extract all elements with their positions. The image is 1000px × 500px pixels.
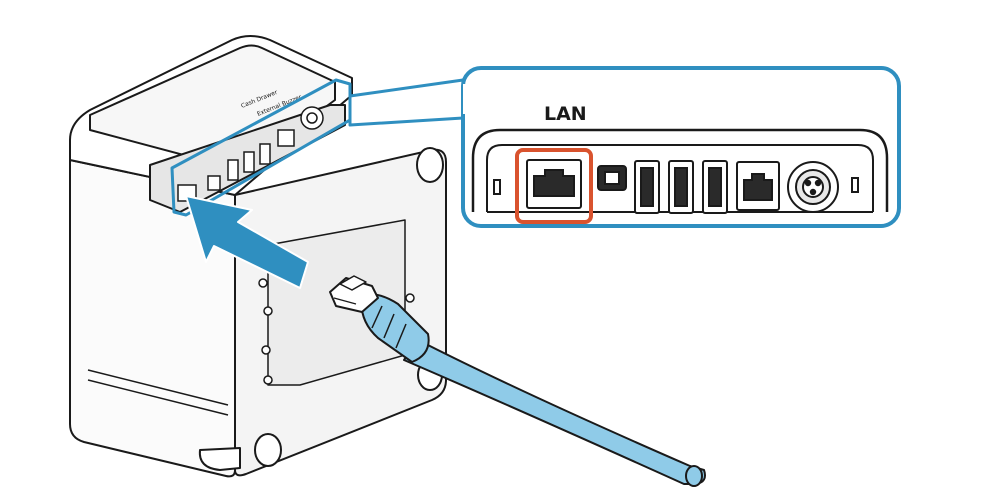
printer-foot-right [254, 433, 282, 467]
device-ports [177, 106, 324, 202]
screw-1 [258, 278, 268, 288]
base-line-left [87, 369, 229, 406]
cable-end [685, 465, 703, 487]
cable-boot-rib-2 [383, 313, 395, 339]
callout-clip-right [851, 177, 859, 193]
callout-port-dc-pin-1 [804, 179, 812, 187]
cable-plug-latch [339, 275, 367, 291]
device-port-usb-1 [227, 159, 239, 181]
printer-foot-left [198, 447, 241, 471]
callout-ports [493, 159, 859, 214]
device-port-usb-2 [243, 151, 255, 173]
screw-3 [261, 345, 271, 355]
callout-port-usb-a-1-inner [640, 167, 654, 207]
callout-port-lan-socket [533, 169, 575, 197]
cable-plug [329, 277, 379, 313]
device-port-rj11 [277, 129, 295, 147]
lan-port-highlight [515, 148, 593, 224]
screw-2 [263, 306, 273, 316]
insert-direction-arrow [185, 195, 309, 289]
callout-leader [348, 78, 465, 127]
callout-port-usb-a-3-inner [708, 167, 722, 207]
callout-port-rj11-socket [743, 173, 773, 201]
cable-body [403, 339, 706, 485]
callout-clip-left [493, 179, 501, 195]
callout-port-usb-b-inner [604, 171, 620, 185]
cable-boot-rib-1 [371, 305, 383, 329]
lan-label: LAN [544, 103, 587, 125]
device-port-usb-b [207, 175, 221, 191]
callout-port-dc-pin-2 [814, 179, 822, 187]
callout-seam-cover [463, 84, 469, 114]
printer-foot-top-right [416, 147, 444, 183]
callout-panel-inner [486, 144, 874, 212]
callout-port-dc-pin-3 [809, 188, 817, 196]
screw-4 [263, 375, 273, 385]
cable-boot-rib-3 [395, 323, 407, 349]
base-line-left-2 [87, 379, 229, 416]
screw-5 [405, 293, 415, 303]
callout-port-usb-a-2-inner [674, 167, 688, 207]
cable-plug-contacts [333, 297, 357, 305]
cable-boot [360, 292, 430, 363]
device-port-dc-inner [306, 112, 318, 124]
lan-cable [329, 275, 706, 487]
device-port-usb-3 [259, 143, 271, 165]
